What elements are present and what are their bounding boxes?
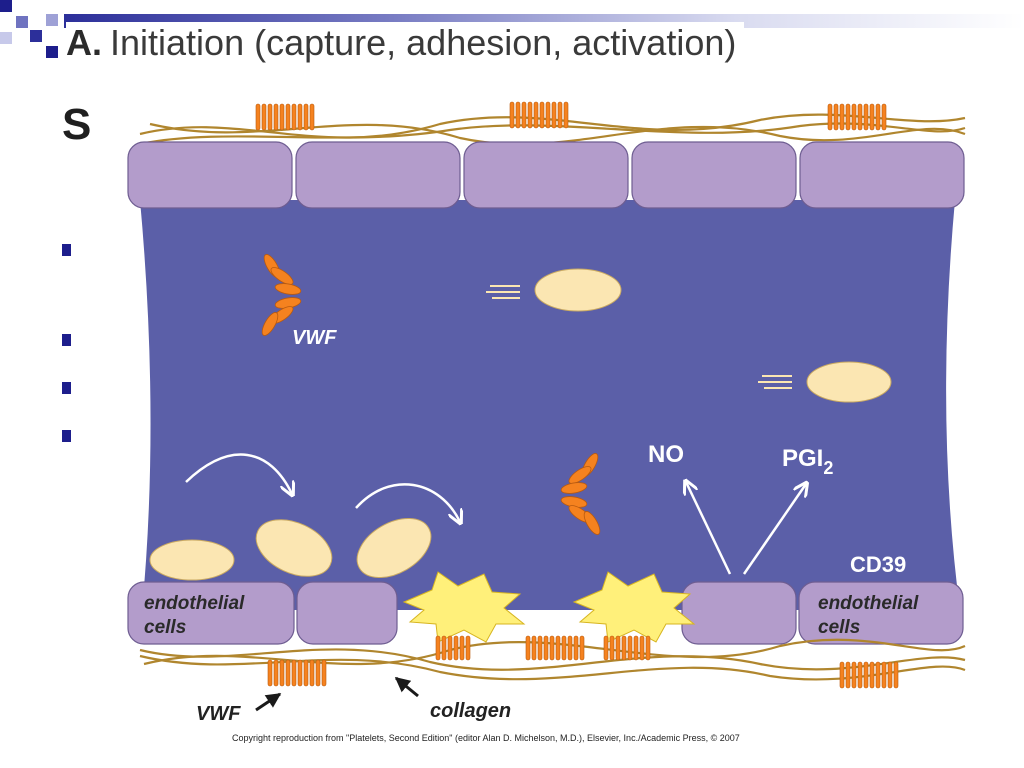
activated-platelet xyxy=(402,571,526,643)
vwf-bottom-label: VWF xyxy=(196,703,241,725)
bullet-marker xyxy=(62,382,71,394)
vwf-coil-top-1 xyxy=(255,103,315,131)
vwf-coil-bottom-1 xyxy=(267,659,327,687)
vessel-lumen xyxy=(140,200,960,610)
slide-corner-decoration xyxy=(0,0,58,58)
vwf-coil-bottom-4 xyxy=(603,635,651,661)
title-letter: A. xyxy=(66,22,102,63)
activated-platelet xyxy=(572,571,696,643)
title-text: Initiation (capture, adhesion, activatio… xyxy=(110,22,737,63)
cd39-label: CD39 xyxy=(850,552,906,577)
platelets-adhering xyxy=(149,518,432,581)
copyright-footer: Copyright reproduction from "Platelets, … xyxy=(232,733,740,743)
endothelial-cells-bottom xyxy=(127,581,964,645)
endothelial-cells-label-left: endothelial cells xyxy=(144,593,250,638)
platelet-initiation-diagram: VWF NO PGI2 xyxy=(127,101,966,725)
nitric-oxide-label: NO xyxy=(648,441,684,468)
slide-title: A.Initiation (capture, adhesion, activat… xyxy=(66,22,745,68)
vwf-coil-bottom-3 xyxy=(525,635,585,661)
capture-arrows xyxy=(185,453,460,522)
vwf-free-label: VWF xyxy=(292,327,337,349)
bullet-marker xyxy=(62,430,71,442)
endothelial-cells-top xyxy=(127,141,965,209)
vwf-coil-bottom-2 xyxy=(435,635,471,661)
bullet-marker xyxy=(62,244,71,256)
bullet-marker xyxy=(62,334,71,346)
vwf-free-molecule xyxy=(261,254,302,336)
collagen-label: collagen xyxy=(430,700,511,722)
vwf-coil-bottom-5 xyxy=(839,661,899,689)
platelet-flowing-2 xyxy=(758,361,892,403)
vwf-coil-top-2 xyxy=(509,101,569,129)
platelet-flowing-1 xyxy=(486,268,622,312)
endothelial-cells-label-right: endothelial cells xyxy=(818,593,924,638)
prostacyclin-label: PGI2 xyxy=(782,445,833,478)
vwf-free-molecule xyxy=(560,453,601,535)
vwf-coil-top-3 xyxy=(827,103,887,131)
vwf-pointer-arrow xyxy=(255,692,282,712)
background-heading-fragment: S xyxy=(62,100,92,149)
release-arrows xyxy=(686,482,806,575)
collagen-pointer-arrow xyxy=(394,676,419,698)
